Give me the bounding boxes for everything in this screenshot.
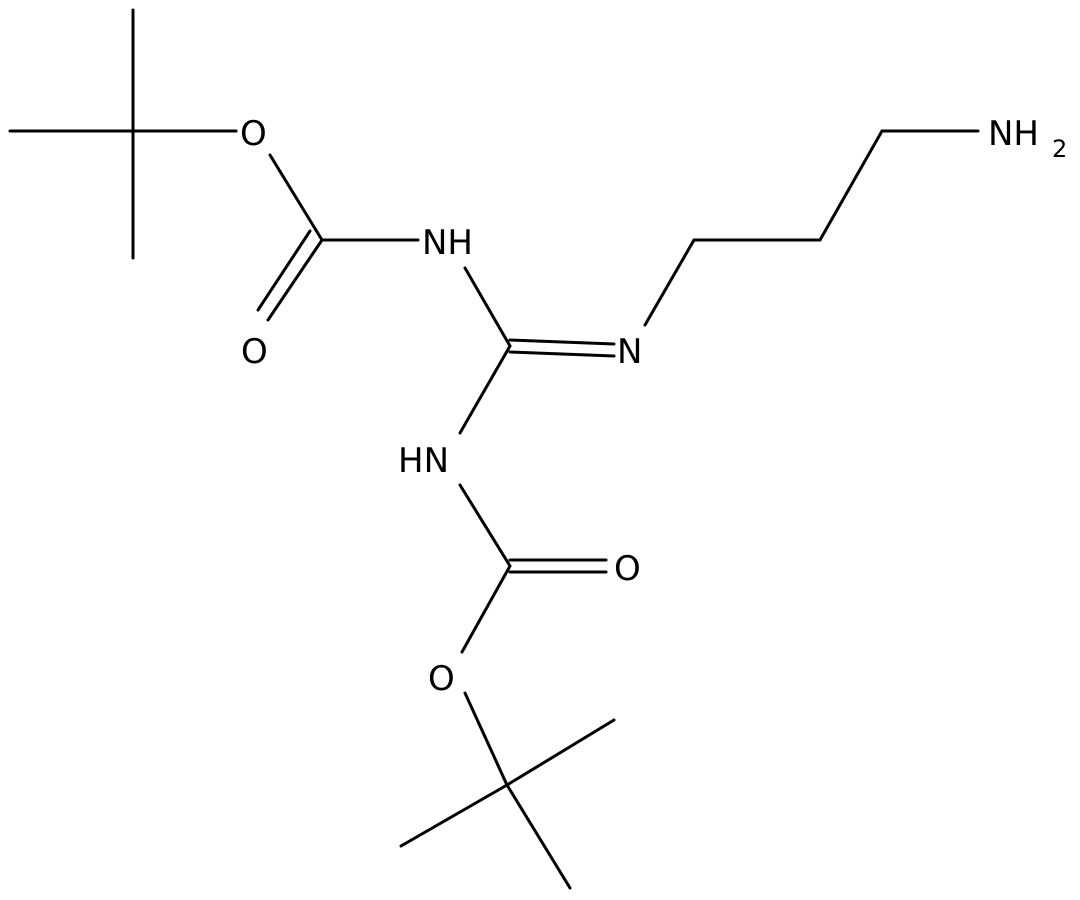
bond	[460, 564, 512, 654]
atom-label-subscript: 2	[1052, 135, 1067, 163]
bond	[643, 238, 696, 327]
atom-label-oxygen: O	[614, 549, 641, 589]
atom-label-nitrogen: N	[617, 332, 642, 372]
atom-label-oxygen: O	[240, 114, 267, 154]
atom-label-nh2: NH	[988, 114, 1039, 154]
bond	[399, 783, 509, 848]
bond	[268, 153, 324, 242]
bond	[505, 783, 572, 890]
atom-label-nh: NH	[422, 223, 473, 263]
bond	[266, 238, 324, 322]
bond	[256, 229, 312, 312]
atom-label-hn: HN	[398, 441, 449, 481]
bond	[458, 344, 512, 435]
bond	[463, 691, 509, 787]
bond	[508, 350, 616, 358]
bond	[818, 129, 884, 242]
bond	[458, 483, 512, 568]
atom-label-oxygen: O	[428, 659, 455, 699]
bond	[505, 718, 616, 787]
bond	[508, 338, 616, 346]
bond	[463, 266, 512, 348]
atom-label-oxygen: O	[241, 332, 268, 372]
